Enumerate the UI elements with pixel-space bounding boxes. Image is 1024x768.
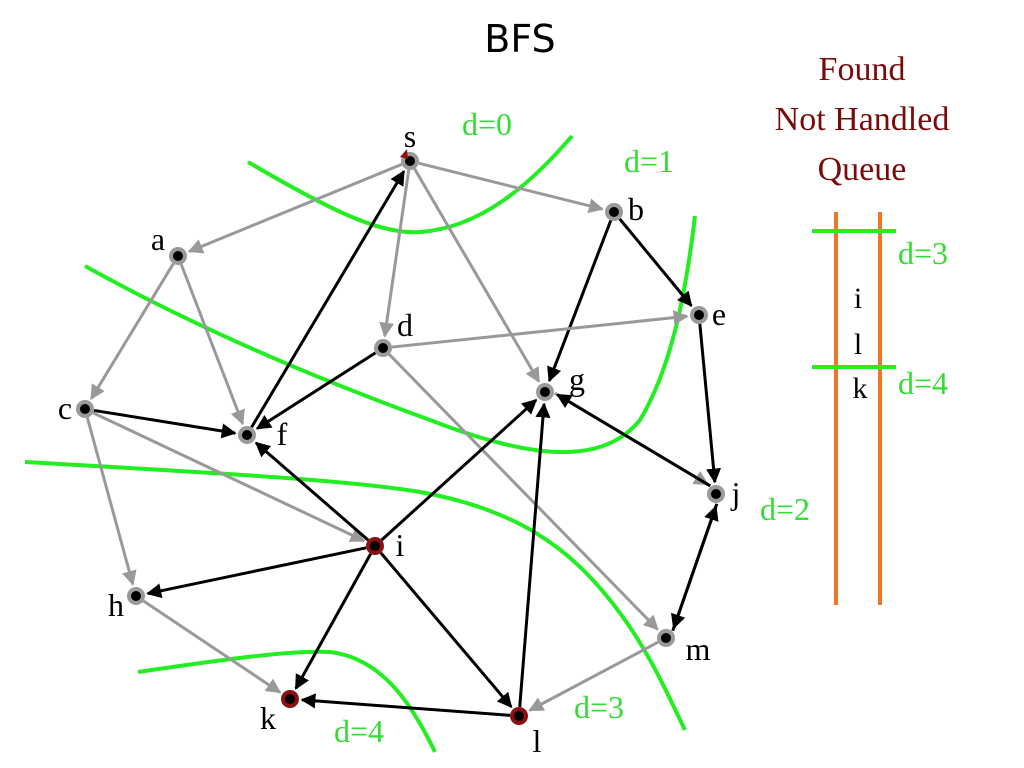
node-a: a <box>151 221 187 265</box>
queue-item: l <box>854 328 862 361</box>
edge-f-s <box>250 170 406 429</box>
node-e: e <box>690 296 726 332</box>
legend-found: Found <box>819 51 906 88</box>
node-label: i <box>396 527 405 563</box>
node-core <box>242 430 252 440</box>
node-j: j <box>707 475 740 511</box>
edge-s-d <box>379 169 411 338</box>
start-marker-icon <box>400 149 408 159</box>
nodes: s a b c d e f g h i j k l m <box>58 118 741 759</box>
node-label: d <box>397 307 413 343</box>
node-d: d <box>374 307 413 357</box>
node-c: c <box>58 390 94 426</box>
edge-a-c <box>89 262 175 401</box>
queue-item: k <box>853 372 868 405</box>
node-core <box>131 591 141 601</box>
node-core <box>514 711 524 721</box>
edge-s-g <box>413 168 541 383</box>
level-label-d0: d=0 <box>462 106 512 142</box>
edge-a-f <box>179 263 245 426</box>
legend: Found Not Handled Queue <box>775 51 950 188</box>
edge-d-f <box>255 351 377 430</box>
edge-j-g <box>556 393 712 488</box>
node-label: g <box>569 361 585 397</box>
edge-i-g <box>380 398 538 542</box>
level-label-d2: d=2 <box>760 491 810 527</box>
node-b: b <box>605 191 644 227</box>
level-boundaries <box>24 134 697 753</box>
node-label: a <box>151 221 165 257</box>
edge-m-l <box>528 640 659 712</box>
node-core <box>540 387 550 397</box>
node-label: c <box>58 390 72 426</box>
edge-c-f <box>93 408 237 439</box>
node-h: h <box>108 587 145 623</box>
edge-b-g <box>547 219 613 383</box>
edge-s-b <box>418 161 604 214</box>
node-label: l <box>533 723 542 759</box>
node-m: m <box>657 629 711 667</box>
edge-b-e <box>618 217 693 307</box>
node-core <box>80 404 90 414</box>
node-label: s <box>404 118 416 154</box>
edge-c-h <box>85 417 137 586</box>
node-core <box>661 633 671 643</box>
edge-m-j <box>671 505 719 632</box>
node-core <box>378 343 388 353</box>
edge-d-m <box>388 353 659 631</box>
node-label: f <box>277 416 288 452</box>
node-core <box>370 541 380 551</box>
edge-i-k <box>294 553 372 690</box>
node-core <box>694 310 704 320</box>
node-label: k <box>260 700 276 736</box>
legend-not-handled: Not Handled <box>775 101 950 138</box>
node-label: m <box>686 631 711 667</box>
node-g: g <box>536 361 585 401</box>
node-core <box>609 207 619 217</box>
legend-queue: Queue <box>818 151 907 188</box>
queue-item: i <box>854 282 862 315</box>
edge-l-k <box>300 693 511 717</box>
level-label-d1: d=1 <box>624 143 674 179</box>
edge-s-a <box>187 163 403 254</box>
level-label-d4: d=4 <box>334 713 384 749</box>
node-label: b <box>628 191 644 227</box>
node-l: l <box>510 707 542 759</box>
edge-i-h <box>146 546 367 599</box>
node-k: k <box>260 690 299 736</box>
edge-e-j <box>698 323 722 484</box>
level-boundary-d3 <box>137 649 437 753</box>
node-core <box>173 251 183 261</box>
node-core <box>711 489 721 499</box>
edge-h-k <box>142 599 282 694</box>
node-s: s <box>401 118 419 170</box>
node-label: e <box>712 296 726 332</box>
level-boundary-d1 <box>84 215 697 455</box>
node-label: j <box>731 475 741 511</box>
edge-l-g <box>518 402 551 708</box>
node-label: h <box>108 587 124 623</box>
node-f: f <box>238 416 288 452</box>
queue-upper-label: d=3 <box>898 235 948 271</box>
level-label-d3: d=3 <box>574 689 624 725</box>
edge-i-l <box>379 551 513 708</box>
edge-d-e <box>391 310 689 349</box>
edge-i-f <box>254 441 370 542</box>
edge-c-i <box>92 411 366 543</box>
node-i: i <box>366 527 405 563</box>
node-core <box>285 694 295 704</box>
queue: d=3 d=4 i l k <box>812 212 948 605</box>
edges <box>85 161 722 717</box>
queue-lower-label: d=4 <box>898 365 948 401</box>
page-title: BFS <box>484 17 555 61</box>
